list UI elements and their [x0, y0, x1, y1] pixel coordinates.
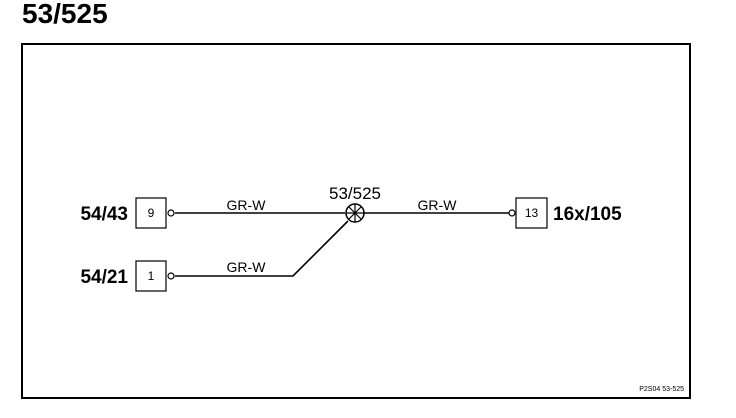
- connector-label-54-21: 54/21: [80, 267, 128, 288]
- wire-color-label: GR-W: [227, 197, 267, 213]
- pin-terminal-icon: [508, 209, 516, 217]
- connector-pin-number: 9: [148, 206, 155, 220]
- connector-pin-number: 13: [525, 206, 539, 220]
- connector-label-16x-105: 16x/105: [553, 204, 622, 225]
- page-title: 53/525: [22, 0, 108, 29]
- wire-color-label: GR-W: [418, 197, 458, 213]
- pin-terminal-icon: [167, 272, 175, 280]
- connector-pin-box: [515, 197, 548, 229]
- connector-label-54-43: 54/43: [80, 204, 128, 225]
- wire-54-21-to-splice: [175, 220, 349, 277]
- connector-pin-box: [135, 260, 167, 292]
- diagram-code: P2S04 53-525: [639, 386, 684, 393]
- diagram-frame: [21, 43, 691, 399]
- connector-pin-box: [135, 197, 167, 229]
- wire-color-label: GR-W: [227, 259, 267, 275]
- connector-pin-number: 1: [148, 269, 155, 283]
- pin-terminal-icon: [167, 209, 175, 217]
- splice-node-icon: [345, 203, 365, 223]
- splice-label: 53/525: [329, 184, 381, 203]
